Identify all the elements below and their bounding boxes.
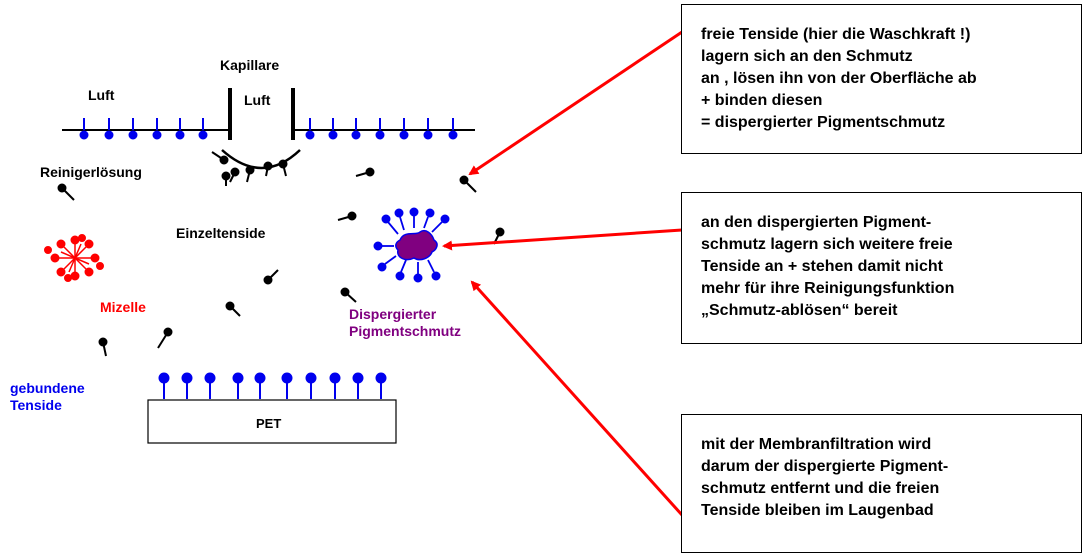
info-box-free-tensides: freie Tenside (hier die Waschkraft !) la… xyxy=(681,4,1082,154)
label-pet: PET xyxy=(256,416,282,431)
info-box-membranfiltration: mit der Membranfiltration wird darum der… xyxy=(681,414,1082,553)
surface-tensides-left xyxy=(79,118,208,140)
label-dispergierter-pigmentschmutz: Dispergierter Pigmentschmutz xyxy=(349,306,462,339)
meniscus xyxy=(221,149,301,170)
capillary-tensides xyxy=(211,151,288,186)
pet-bound-tensides xyxy=(158,372,387,399)
pigment-dirt xyxy=(373,207,450,283)
info-box-bound-pigment-text: an den dispergierten Pigment- schmutz la… xyxy=(701,214,955,319)
label-reinigerloesung: Reinigerlösung xyxy=(40,164,142,180)
label-gebundene-tenside: gebundene Tenside xyxy=(10,380,85,413)
info-box-membranfiltration-text: mit der Membranfiltration wird darum der… xyxy=(701,436,949,519)
label-einzeltenside: Einzeltenside xyxy=(176,225,266,241)
free-tensides xyxy=(57,167,505,357)
info-box-free-tensides-text: freie Tenside (hier die Waschkraft !) la… xyxy=(701,26,977,131)
label-luft-left: Luft xyxy=(88,87,115,103)
label-luft-capillary: Luft xyxy=(244,92,271,108)
info-box-bound-pigment: an den dispergierten Pigment- schmutz la… xyxy=(681,192,1082,344)
surface-tensides-right xyxy=(305,118,458,140)
pet-substrate xyxy=(147,399,397,444)
arrow-box1 xyxy=(468,30,683,176)
micelle xyxy=(44,234,104,282)
label-kapillare: Kapillare xyxy=(220,57,280,73)
label-mizelle: Mizelle xyxy=(100,299,146,315)
arrow-box2 xyxy=(442,228,683,251)
arrow-box3 xyxy=(470,280,684,517)
